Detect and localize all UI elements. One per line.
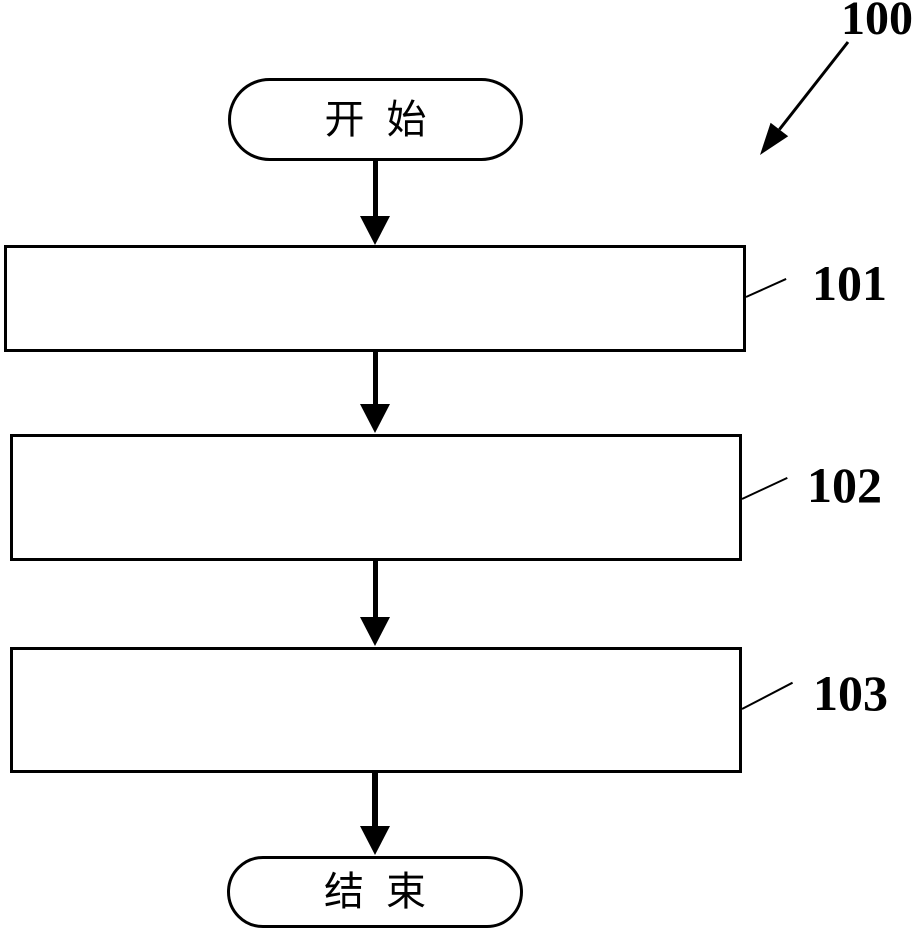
- end-node: 结束: [227, 856, 523, 928]
- arrow-down-shaft: [373, 351, 378, 405]
- step-box-103: [10, 647, 742, 773]
- arrow-down-shaft: [373, 560, 378, 619]
- arrow-down-icon: [360, 404, 390, 433]
- arrow-down-shaft: [373, 161, 378, 217]
- step-reference-label-101: 101: [812, 255, 887, 311]
- end-node-label: 结束: [324, 869, 448, 915]
- leader-line-102: [741, 476, 788, 500]
- step-reference-label-103: 103: [813, 665, 888, 721]
- leader-line-103: [741, 681, 794, 710]
- figure-reference-label: 100: [841, 0, 913, 45]
- figure-reference-arrow-icon: [760, 41, 850, 155]
- start-node: 开始: [228, 78, 523, 161]
- step-box-102: [10, 434, 742, 561]
- step-box-101: [4, 245, 746, 352]
- start-node-label: 开始: [324, 96, 449, 143]
- arrow-down-icon: [360, 617, 390, 646]
- arrow-down-shaft: [372, 772, 378, 828]
- arrow-down-icon: [360, 826, 390, 855]
- leader-line-101: [745, 278, 787, 298]
- arrow-down-icon: [360, 216, 390, 245]
- step-reference-label-102: 102: [807, 457, 882, 513]
